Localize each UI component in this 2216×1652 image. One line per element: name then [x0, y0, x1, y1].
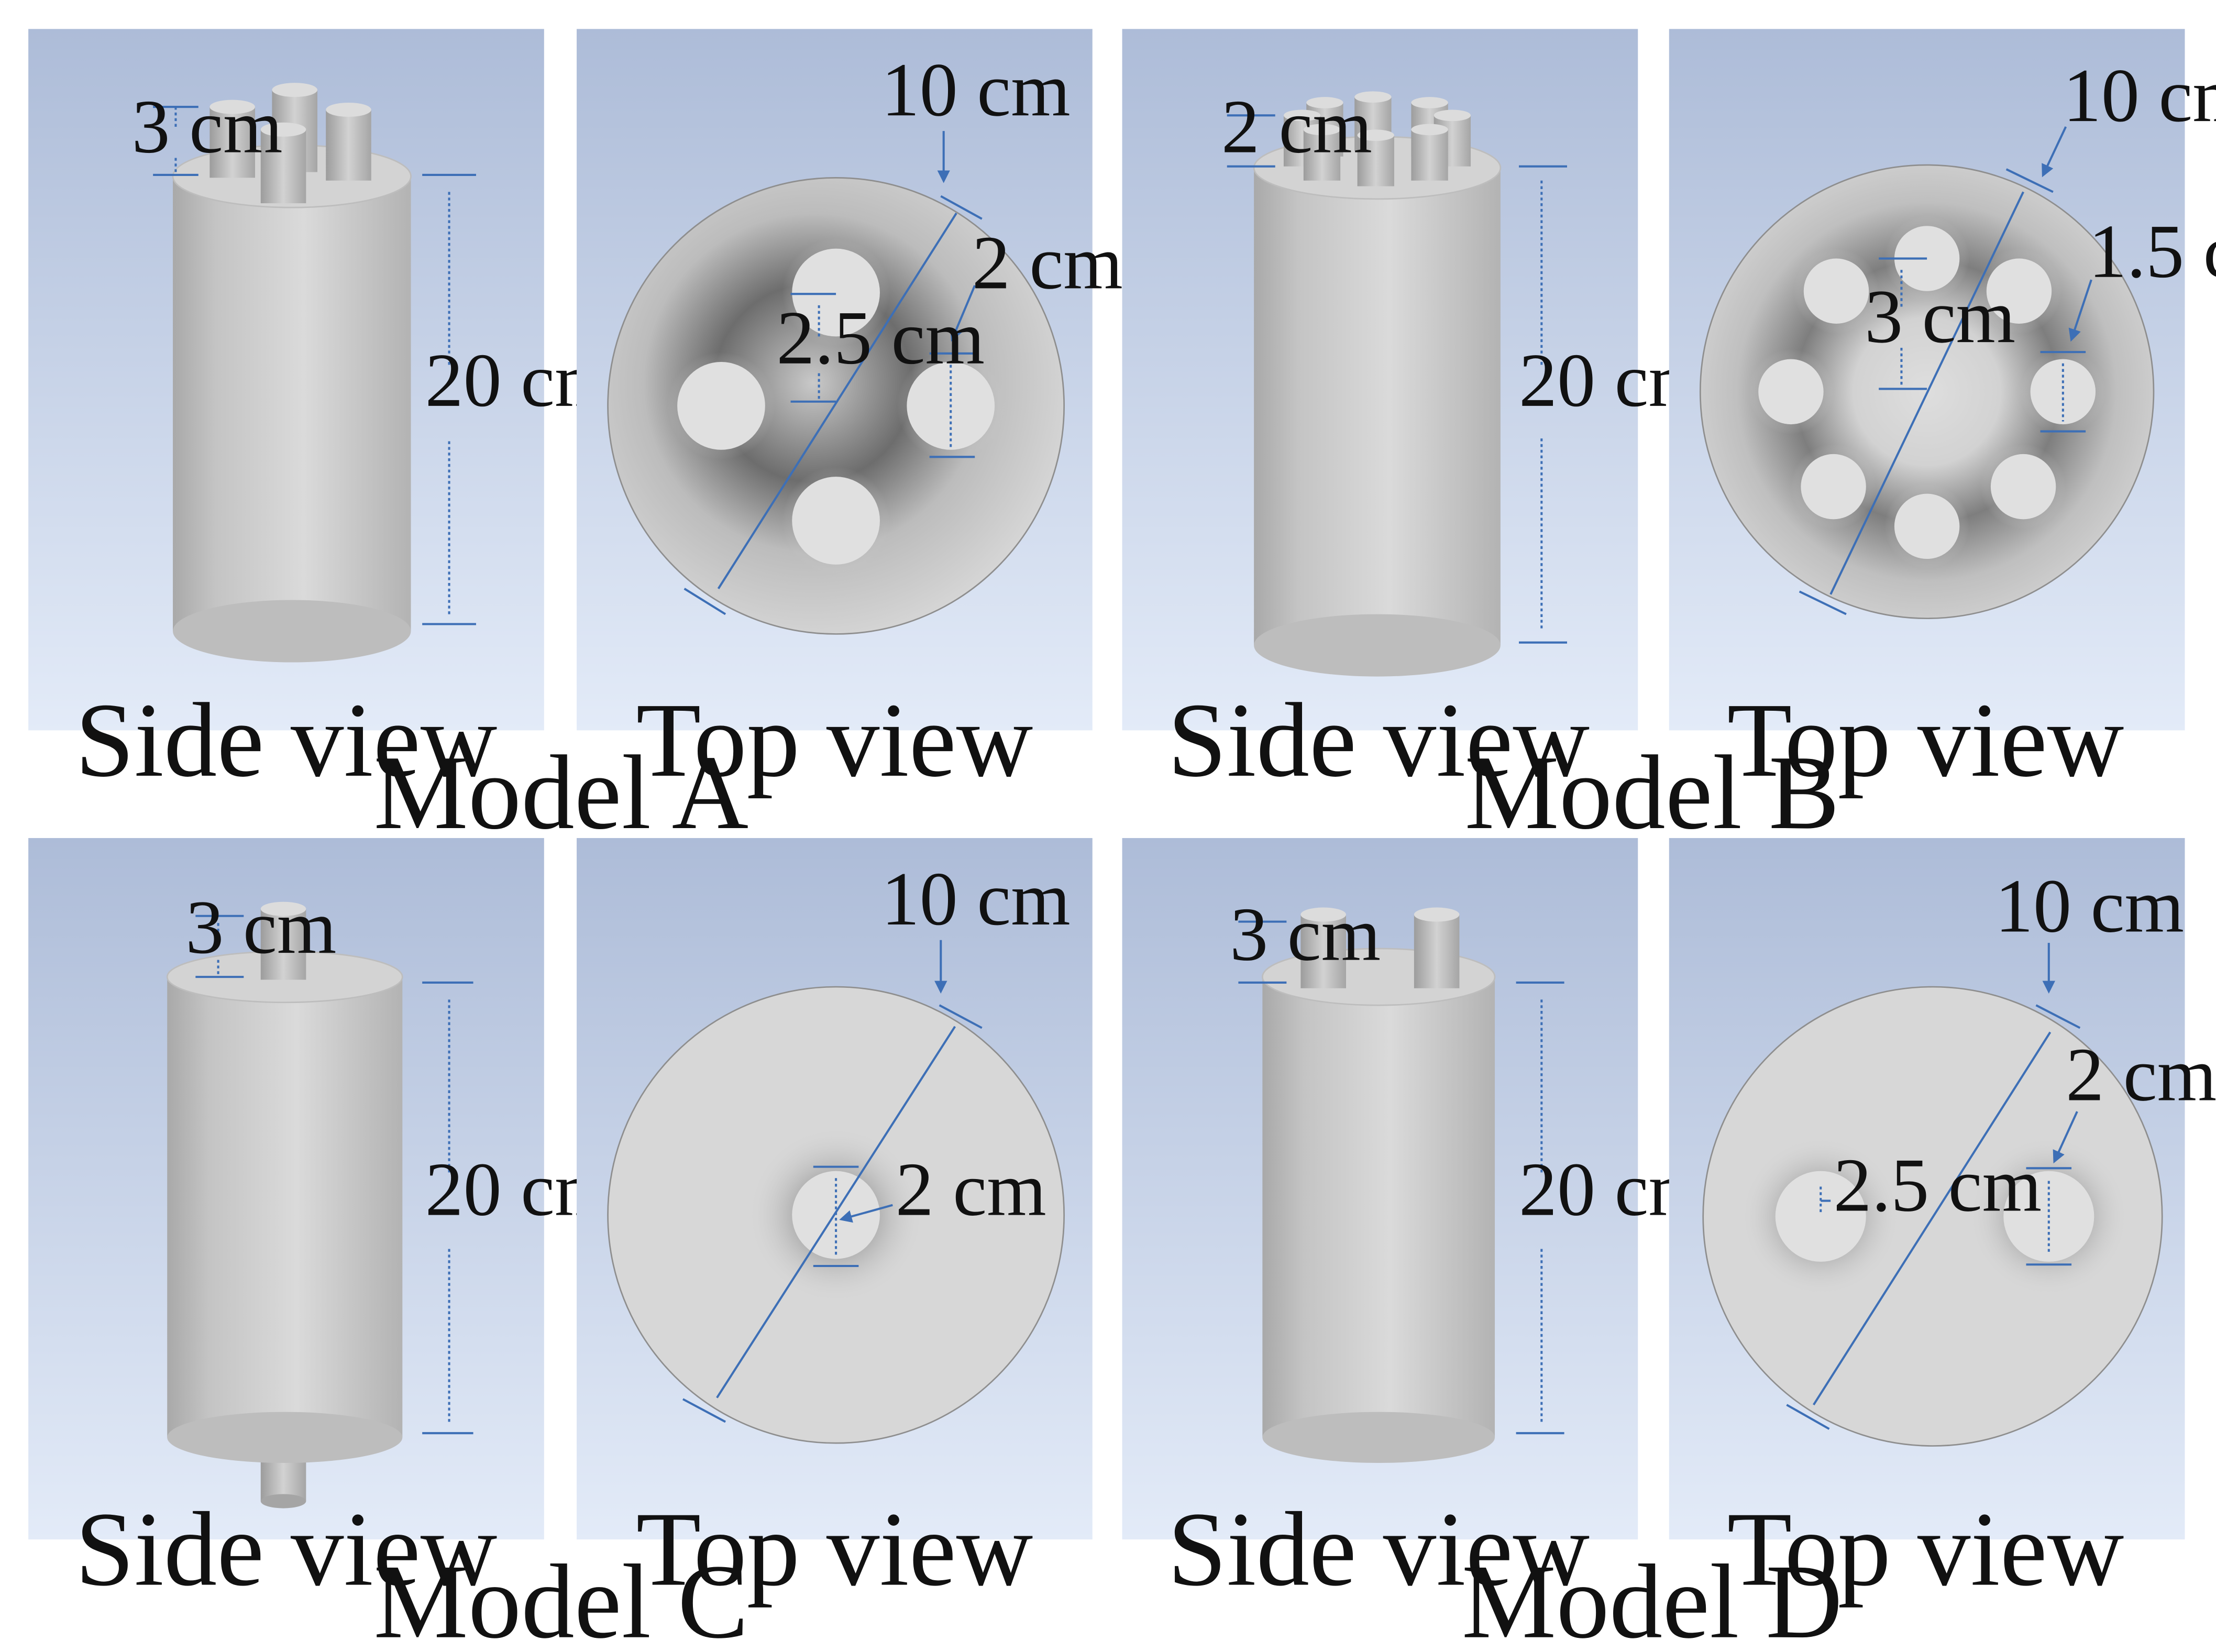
model-title: Model B — [1464, 733, 1839, 851]
outlet-height-label: 3 cm — [1230, 892, 1381, 977]
model-c-top-view: 10 cm 2 cm — [577, 838, 1093, 1540]
diameter-label: 10 cm — [1995, 864, 2184, 949]
outlet-diameter-label: 2 cm — [972, 220, 1123, 305]
outlet-tubes — [210, 83, 371, 204]
model-a-top-view: 10 cm 2 cm 2.5 cm — [577, 29, 1123, 731]
side-view-caption: Side view — [1167, 681, 1590, 799]
model-a-side-view: 3 cm 20 cm — [28, 29, 614, 731]
diameter-label: 10 cm — [881, 47, 1071, 132]
model-d-side-view: 3 cm 20 cm — [1122, 838, 1708, 1540]
cylinder-body — [1262, 948, 1496, 1463]
top-view-caption: Top view — [636, 681, 1033, 799]
outlet-tubes — [1300, 907, 1460, 988]
outlet-holes — [667, 238, 1005, 575]
diameter-label: 10 cm — [881, 856, 1071, 941]
model-b-side-view: 2 cm 20 cm — [1122, 29, 1708, 731]
outlet-diameter-label: 2 cm — [896, 1147, 1046, 1232]
model-b-top-view: 10 cm 1.5 cm 3 cm — [1669, 29, 2216, 731]
side-view-caption: Side view — [1167, 1490, 1590, 1608]
top-view-caption: Top view — [1727, 1490, 2124, 1608]
model-title: Model C — [373, 1543, 748, 1652]
outlet-diameter-label: 1.5 cm — [2089, 209, 2216, 294]
model-title: Model D — [1462, 1543, 1843, 1652]
dimension-lines — [153, 106, 476, 625]
model-b: 2 cm 20 cm — [1122, 29, 2216, 851]
outlet-holes — [1748, 216, 2105, 569]
top-view-caption: Top view — [636, 1490, 1033, 1608]
cylinder-body — [172, 144, 412, 663]
diameter-label: 10 cm — [2063, 53, 2216, 138]
dimension-lines — [1799, 126, 2092, 615]
spacing-label: 2.5 cm — [1834, 1142, 2042, 1227]
dimension-lines — [682, 940, 983, 1423]
model-a: 3 cm 20 cm 10 — [28, 29, 1123, 851]
model-title: Model A — [373, 733, 748, 851]
model-c: 3 cm 20 cm 10 cm 2 cm Side view — [28, 838, 1093, 1652]
spacing-label: 3 cm — [1865, 274, 2015, 359]
outlet-height-label: 2 cm — [1221, 84, 1372, 169]
cylinder-body — [166, 951, 403, 1463]
dimension-lines — [195, 915, 473, 1435]
top-face — [607, 177, 1065, 635]
inlet-tube — [260, 901, 306, 980]
top-view-caption: Top view — [1727, 681, 2124, 799]
model-d: 3 cm 20 cm 10 cm 2 cm — [1122, 838, 2216, 1652]
dimension-lines — [1227, 114, 1567, 644]
cylinder-body — [1253, 136, 1502, 677]
model-c-side-view: 3 cm 20 cm — [28, 838, 614, 1540]
dimension-lines — [1786, 943, 2081, 1430]
outlet-height-label: 3 cm — [132, 84, 283, 169]
spacing-label: 2.5 cm — [776, 295, 985, 380]
dimension-lines — [683, 131, 983, 615]
side-view-caption: Side view — [75, 681, 498, 799]
outlet-height-label: 3 cm — [185, 885, 336, 970]
side-view-caption: Side view — [75, 1490, 498, 1608]
outlet-diameter-label: 2 cm — [2066, 1032, 2216, 1117]
outlet-tubes — [1283, 91, 1471, 186]
model-d-top-view: 10 cm 2 cm 2.5 cm — [1669, 838, 2216, 1540]
